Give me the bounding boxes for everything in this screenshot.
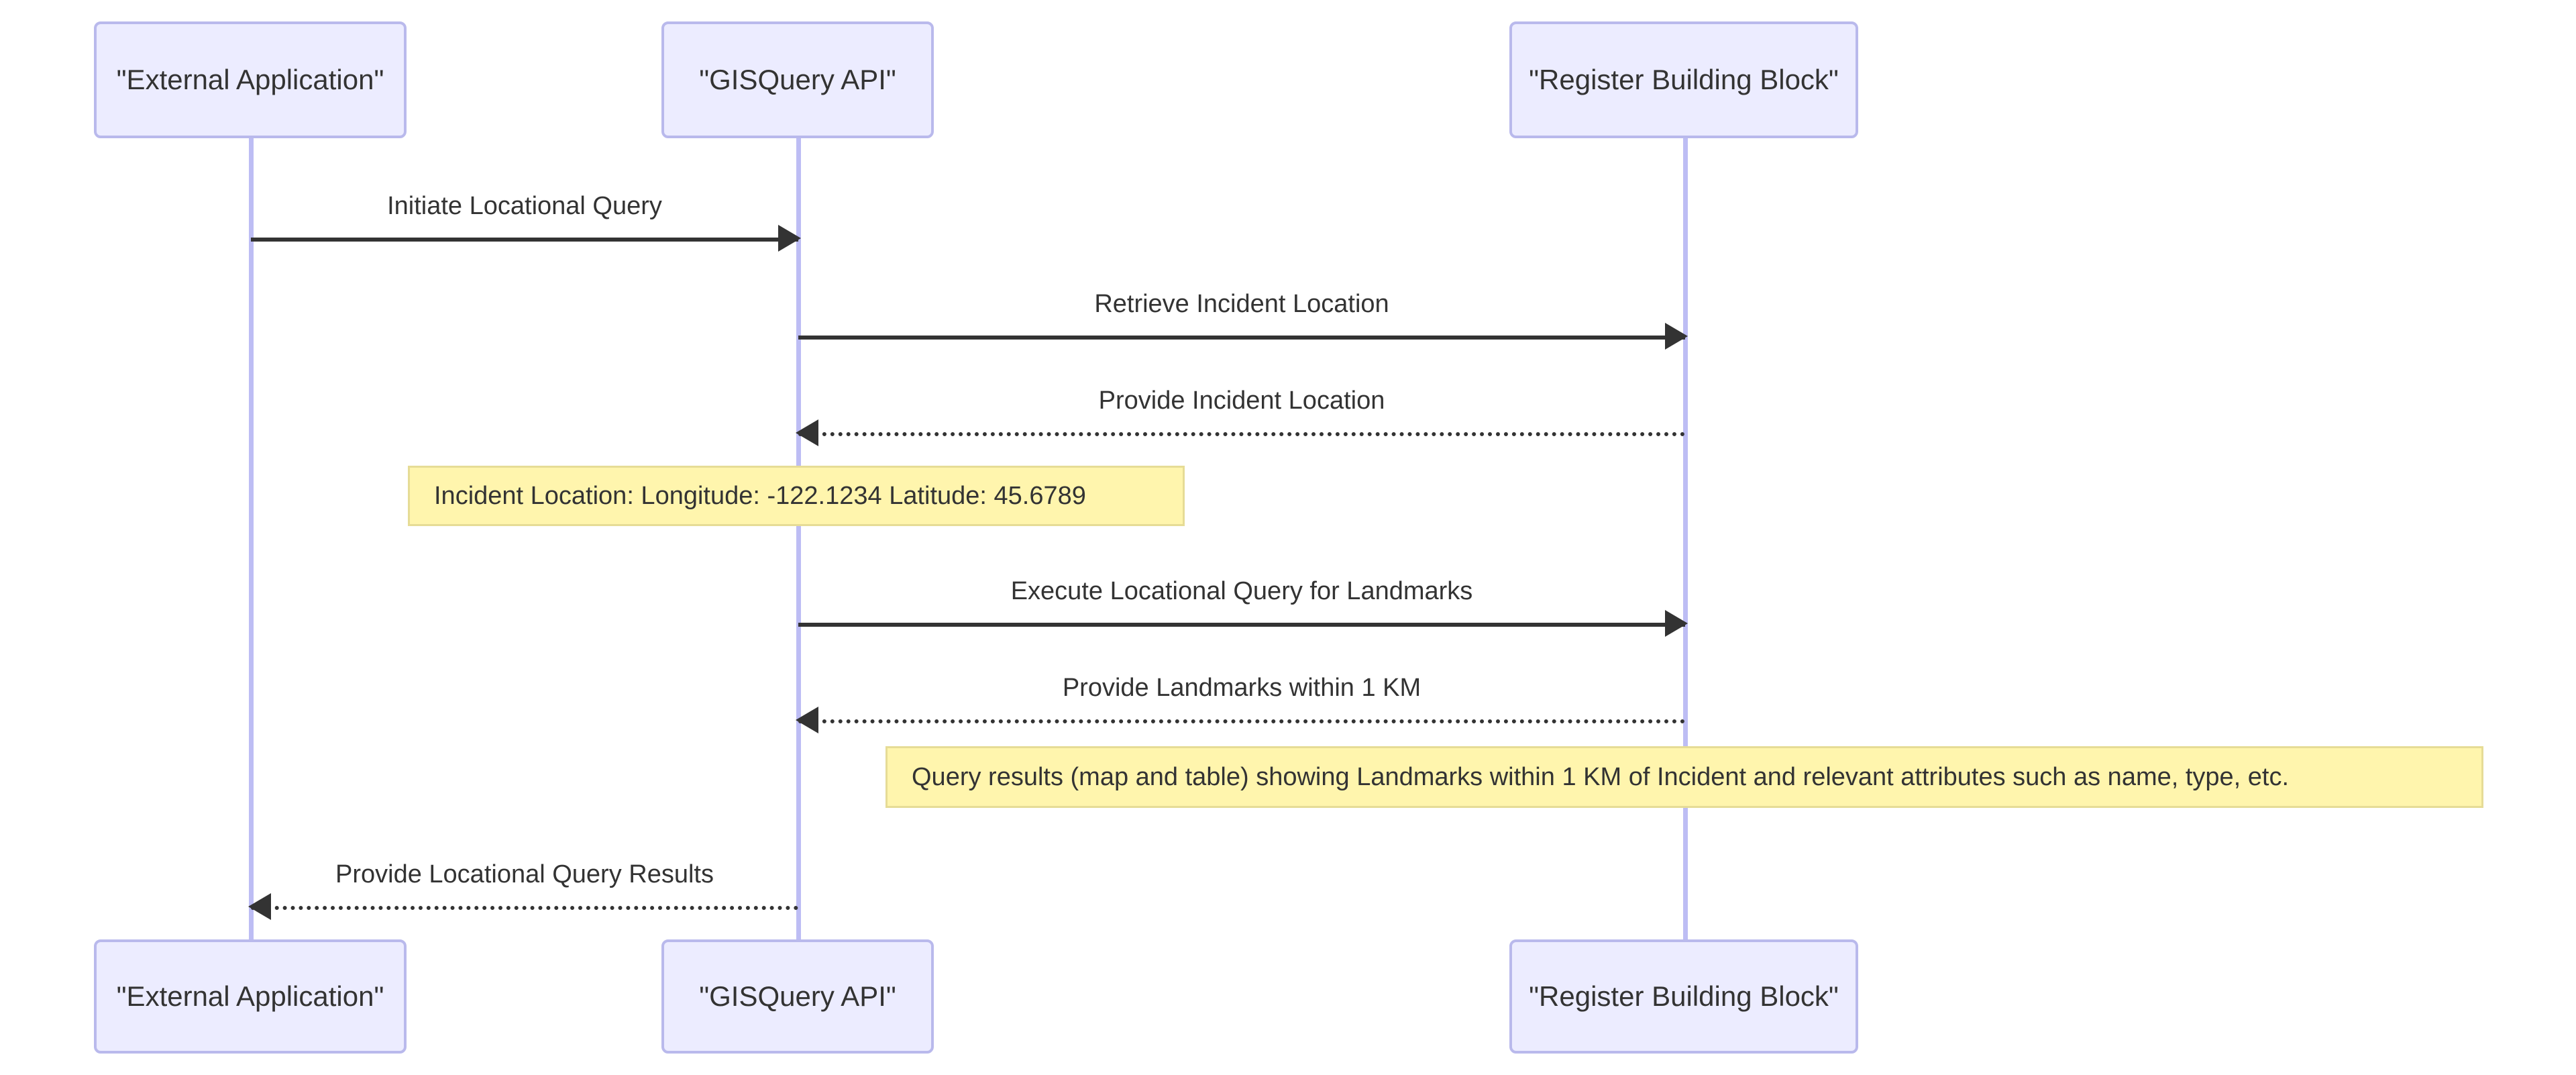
message-label: Retrieve Incident Location — [1094, 290, 1389, 318]
note-text: Query results (map and table) showing La… — [912, 762, 2290, 791]
message-label: Provide Locational Query Results — [335, 860, 714, 888]
message-label: Provide Incident Location — [1098, 387, 1385, 415]
participant-box-bottom-external-application[interactable]: "External Application" — [94, 939, 407, 1054]
arrowhead-left-icon — [796, 707, 818, 733]
arrowhead-left-icon — [796, 419, 818, 446]
message-line-solid — [798, 336, 1685, 340]
participant-box-top-external-application[interactable]: "External Application" — [94, 21, 407, 138]
lifeline-register-building-block — [1683, 138, 1688, 943]
arrowhead-right-icon — [1665, 610, 1688, 637]
participant-label: "External Application" — [116, 980, 384, 1012]
message-label: Initiate Locational Query — [387, 192, 662, 220]
note-query-results: Query results (map and table) showing La… — [885, 746, 2483, 808]
participant-label: "External Application" — [116, 63, 384, 95]
participant-label: "Register Building Block" — [1529, 63, 1839, 95]
participant-box-top-gisquery-api[interactable]: "GISQuery API" — [661, 21, 934, 138]
message-line-dotted — [251, 906, 798, 910]
message-label: Execute Locational Query for Landmarks — [1010, 577, 1473, 605]
message-line-solid — [798, 623, 1685, 627]
note-incident-location: Incident Location: Longitude: -122.1234 … — [408, 466, 1185, 526]
message-line-solid — [251, 238, 798, 242]
message-line-dotted — [798, 719, 1685, 723]
message-label: Provide Landmarks within 1 KM — [1062, 674, 1421, 702]
note-text: Incident Location: Longitude: -122.1234 … — [434, 481, 1086, 510]
arrowhead-right-icon — [778, 225, 801, 252]
participant-label: "GISQuery API" — [699, 980, 896, 1012]
lifeline-gisquery-api — [796, 138, 801, 943]
participant-box-bottom-gisquery-api[interactable]: "GISQuery API" — [661, 939, 934, 1054]
participant-box-top-register-building-block[interactable]: "Register Building Block" — [1509, 21, 1858, 138]
arrowhead-left-icon — [248, 893, 271, 920]
message-line-dotted — [798, 432, 1685, 436]
lifeline-external-application — [249, 138, 254, 943]
participant-box-bottom-register-building-block[interactable]: "Register Building Block" — [1509, 939, 1858, 1054]
participant-label: "GISQuery API" — [699, 63, 896, 95]
arrowhead-right-icon — [1665, 323, 1688, 350]
participant-label: "Register Building Block" — [1529, 980, 1839, 1012]
